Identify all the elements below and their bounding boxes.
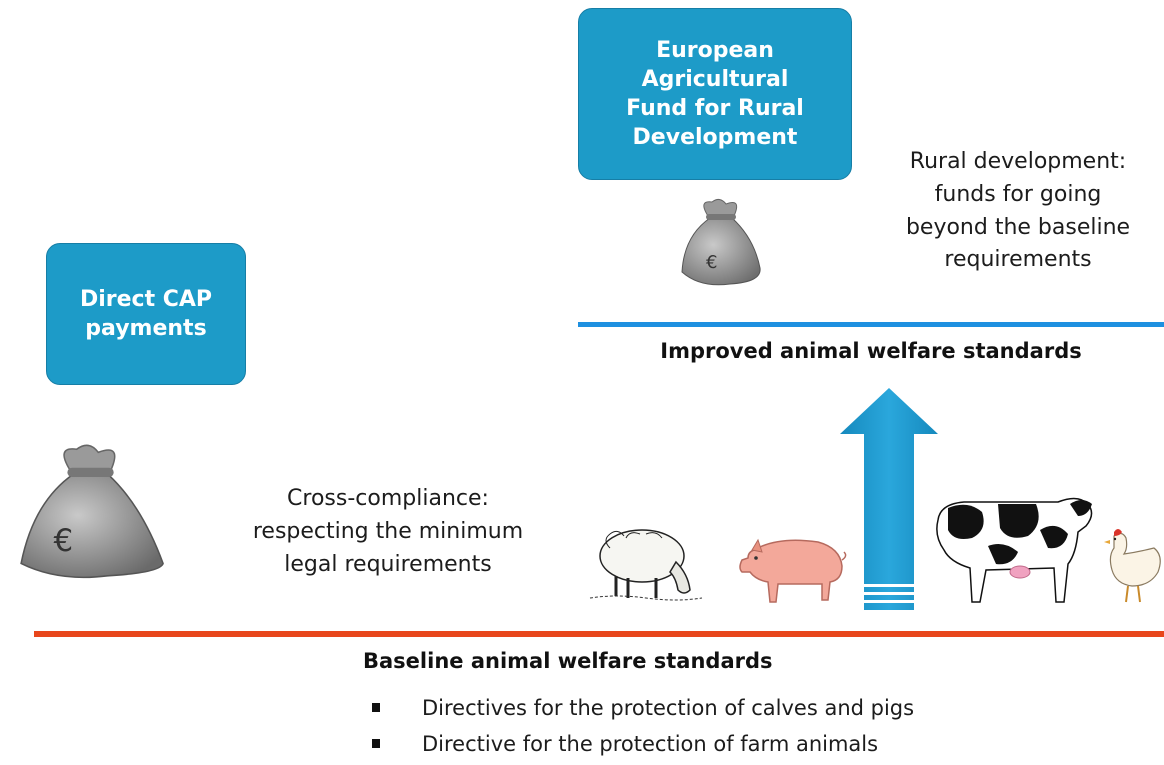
directive-text: Directives for the protection of calves …: [422, 696, 915, 720]
baseline-standards-heading: Baseline animal welfare standards: [363, 649, 773, 673]
sheep-icon: [589, 529, 703, 601]
box-line: Development: [632, 125, 798, 151]
directives-list: Directives for the protection of calves …: [372, 690, 914, 762]
box-line: Agricultural: [641, 66, 789, 92]
money-bag-icon: €: [681, 198, 761, 286]
text-line: Rural development:: [909, 149, 1127, 174]
directive-text: Directive for the protection of farm ani…: [422, 732, 879, 756]
euro-symbol: €: [706, 252, 717, 273]
eafrd-box: European Agricultural Fund for Rural Dev…: [578, 8, 852, 180]
cross-compliance-text: Cross-compliance: respecting the minimum…: [208, 483, 568, 581]
text-line: respecting the minimum: [252, 518, 524, 544]
text-line: legal requirements: [284, 551, 492, 577]
money-bag-icon: €: [20, 444, 164, 579]
text-line: requirements: [944, 247, 1092, 273]
improved-standards-heading: Improved animal welfare standards: [660, 339, 1082, 363]
rural-development-text: Rural development: funds for going beyon…: [868, 146, 1164, 277]
text-line: beyond the baseline: [905, 214, 1131, 240]
box-line: Fund for Rural: [626, 96, 804, 121]
chicken-icon: [1104, 529, 1161, 603]
pig-icon: [739, 538, 847, 603]
list-item: Directive for the protection of farm ani…: [372, 726, 914, 762]
box-line: payments: [85, 316, 207, 341]
bullet-icon: [372, 739, 380, 748]
up-arrow-icon: [840, 388, 938, 610]
cow-icon: [936, 497, 1093, 603]
box-line: Direct CAP: [79, 286, 213, 312]
bullet-icon: [372, 703, 380, 712]
baseline-standards-line: [34, 631, 1164, 637]
text-line: Cross-compliance:: [287, 486, 489, 511]
euro-symbol: €: [54, 523, 74, 559]
box-line: European: [656, 37, 774, 63]
improved-standards-line: [578, 322, 1164, 327]
text-line: funds for going: [934, 181, 1102, 207]
direct-cap-payments-box: Direct CAP payments: [46, 243, 246, 385]
list-item: Directives for the protection of calves …: [372, 690, 914, 726]
